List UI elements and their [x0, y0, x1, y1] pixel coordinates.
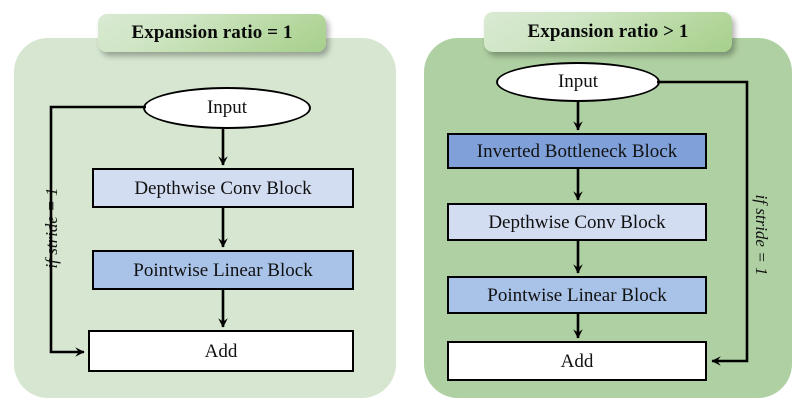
side-label-left-if-stride: if stride = 1: [42, 187, 61, 269]
side-label-right-if-stride: if stride = 1: [752, 194, 771, 276]
node-depthwise-conv-block-right: Depthwise Conv Block: [447, 203, 707, 241]
node-depthwise-conv-block-left: Depthwise Conv Block: [92, 168, 354, 208]
node-input-left: Input: [143, 87, 311, 129]
node-add-left: Add: [88, 330, 354, 372]
node-pointwise-linear-block-left: Pointwise Linear Block: [92, 250, 354, 290]
node-add-right: Add: [447, 341, 707, 381]
node-input-right: Input: [496, 62, 660, 102]
node-inverted-bottleneck-block-right: Inverted Bottleneck Block: [447, 133, 707, 169]
panel-title-left: Expansion ratio = 1: [98, 14, 326, 52]
node-pointwise-linear-block-right: Pointwise Linear Block: [447, 276, 707, 314]
panel-title-right: Expansion ratio > 1: [484, 12, 732, 52]
